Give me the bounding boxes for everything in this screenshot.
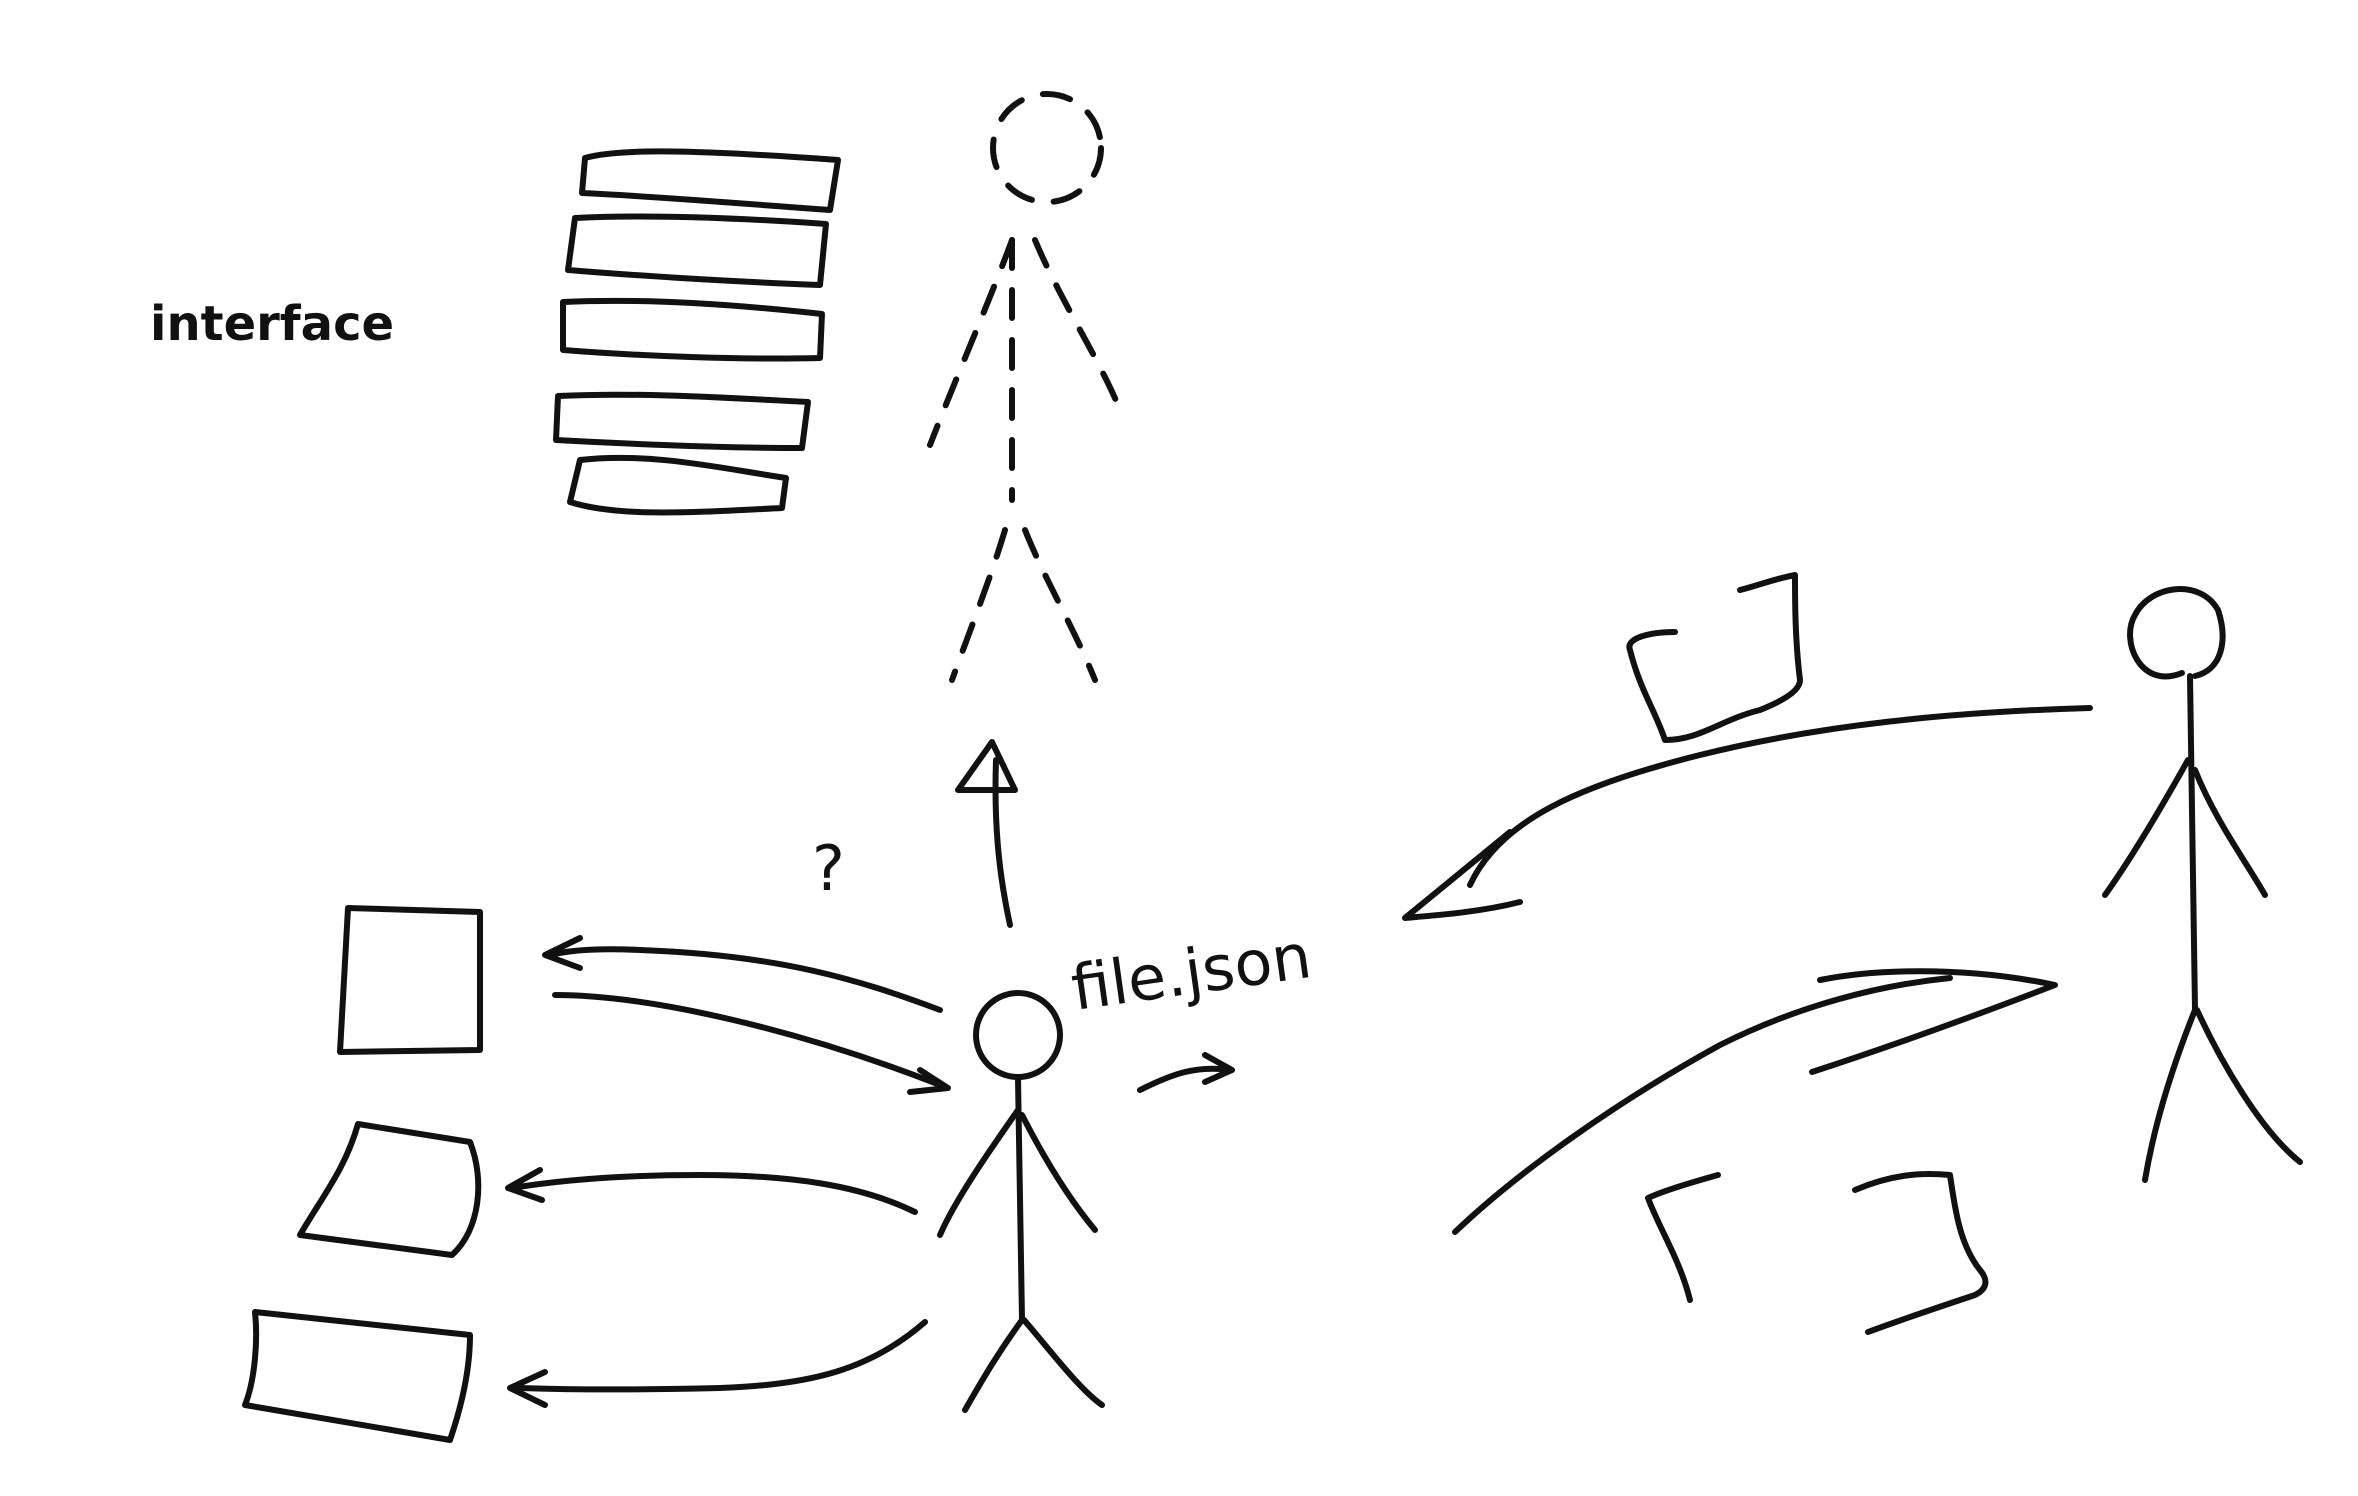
interface-stack: [553, 148, 841, 516]
middle-figure-right-leg: [1021, 1317, 1105, 1408]
middle-figure-left-leg: [962, 1317, 1025, 1413]
right-documents: [1626, 572, 1989, 1335]
arrow-center-to-right: [1452, 975, 1953, 1235]
arrow-from-square: [552, 992, 943, 1088]
right-document-top: [1626, 572, 1803, 743]
dashed-figure-right-leg: [1022, 527, 1098, 683]
dashed-figure-left-arm: [927, 237, 1015, 448]
middle-figure-body: [1015, 1075, 1025, 1323]
right-figure-body: [2187, 673, 2198, 1013]
right-figure-left-arm: [2102, 757, 2191, 898]
right-document-bottom-left: [1645, 1172, 1721, 1303]
left-documents: [242, 905, 483, 1443]
up-arrow: [955, 739, 1018, 928]
question-mark: ?: [812, 832, 845, 905]
arrow-center-to-right-head: [1809, 968, 2058, 1075]
right-figure-right-arm: [2192, 767, 2268, 898]
up-arrow-head: [955, 739, 1018, 793]
dashed-figure-left-leg: [949, 527, 1008, 683]
middle-figure: [937, 990, 1105, 1413]
interface-layer-2: [565, 213, 829, 288]
dashed-figure-right-arm: [1032, 237, 1123, 413]
file-arrow: [1137, 1052, 1235, 1093]
dashed-figure-head: [990, 91, 1104, 205]
arrow-to-square-top: [547, 946, 943, 1013]
right-figure-right-leg: [2194, 1007, 2303, 1165]
document-flat: [242, 1309, 473, 1443]
dashed-figure: [927, 91, 1123, 683]
arrow-from-square-head: [907, 1067, 951, 1095]
arrow-to-flat-doc-head: [507, 1369, 548, 1408]
middle-figure-left-arm: [937, 1107, 1021, 1238]
arrow-right-to-center-head: [1402, 829, 1523, 921]
document-tilted: [297, 1121, 482, 1258]
file-json-label: file.json: [1067, 919, 1316, 1025]
interface-layer-4: [553, 391, 811, 451]
arrow-to-flat-doc: [517, 1319, 928, 1393]
document-square: [337, 905, 483, 1055]
right-figure-head: [2127, 586, 2226, 680]
right-arrows: [1402, 705, 2093, 1235]
interface-layer-1: [579, 148, 841, 213]
middle-figure-head: [973, 990, 1063, 1080]
arrow-right-to-center: [1467, 705, 2093, 888]
interface-layer-5: [567, 454, 789, 516]
middle-figure-right-arm: [1019, 1112, 1098, 1233]
left-arrows: [505, 935, 951, 1408]
arrow-to-tilted-doc-head: [505, 1167, 545, 1203]
right-figure: [2102, 586, 2303, 1183]
arrow-to-tilted-doc: [509, 1172, 918, 1215]
right-document-bottom-right: [1852, 1170, 1989, 1335]
arrow-to-square-top-head: [542, 935, 583, 971]
interface-layer-3: [560, 297, 825, 362]
interface-label: interface: [150, 296, 395, 352]
up-arrow-shaft: [992, 757, 1013, 928]
right-figure-left-leg: [2142, 1007, 2198, 1183]
